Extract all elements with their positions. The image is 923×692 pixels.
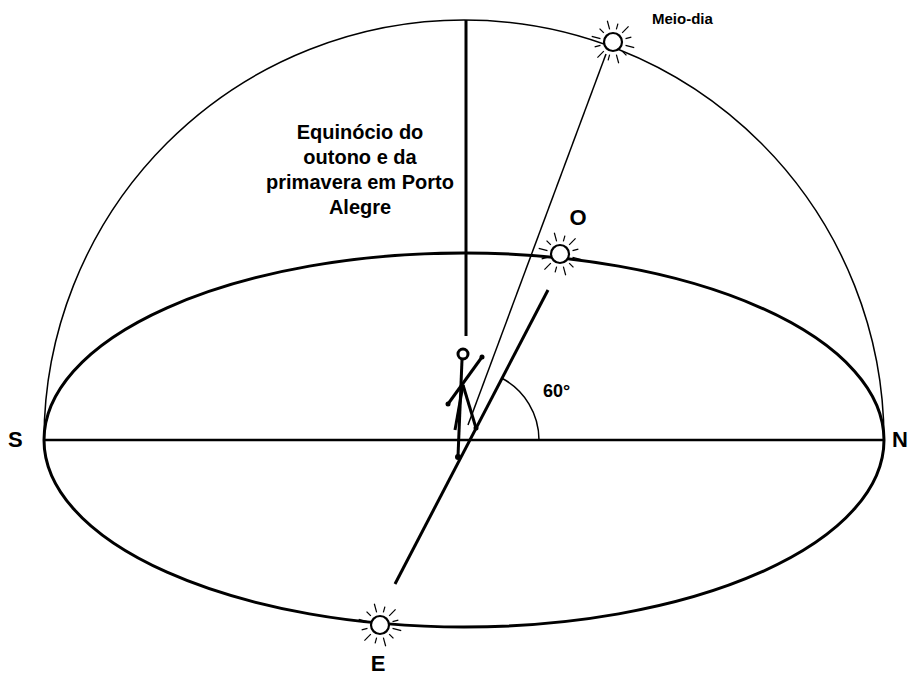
sun-symbol — [592, 21, 635, 64]
figure-dot — [480, 355, 485, 360]
figure-dot — [474, 426, 479, 431]
sun-symbol — [359, 604, 402, 647]
horizon-ellipse — [44, 253, 884, 627]
diagram-title: Equinócio do outono e da primavera em Po… — [262, 120, 458, 220]
label-slot: 60° — [543, 380, 570, 403]
sun-symbol — [539, 233, 582, 276]
label-slot: Equinócio do outono e da primavera em Po… — [262, 120, 458, 220]
angle-label: 60° — [543, 380, 570, 403]
label-slot: O — [569, 204, 586, 232]
observer-figure — [448, 349, 482, 456]
zenith-line — [465, 20, 468, 336]
label-slot: N — [892, 426, 908, 454]
figure-dot — [446, 402, 451, 407]
time-label: Meio-dia — [652, 10, 713, 29]
direction-letter: O — [569, 204, 586, 232]
direction-letter: N — [892, 426, 908, 454]
sun-path-line — [395, 290, 548, 584]
label-slot: E — [371, 650, 386, 678]
direction-letter: S — [8, 426, 23, 454]
direction-letter: E — [371, 650, 386, 678]
label-slot: Meio-dia — [652, 10, 713, 29]
meridian-arc — [44, 20, 884, 440]
label-slot: S — [8, 426, 23, 454]
south-north-line — [44, 439, 884, 442]
figure-dot — [455, 454, 461, 460]
sun-symbols — [359, 21, 635, 647]
noon-sight-line — [468, 54, 606, 425]
angle-arc — [502, 378, 540, 440]
